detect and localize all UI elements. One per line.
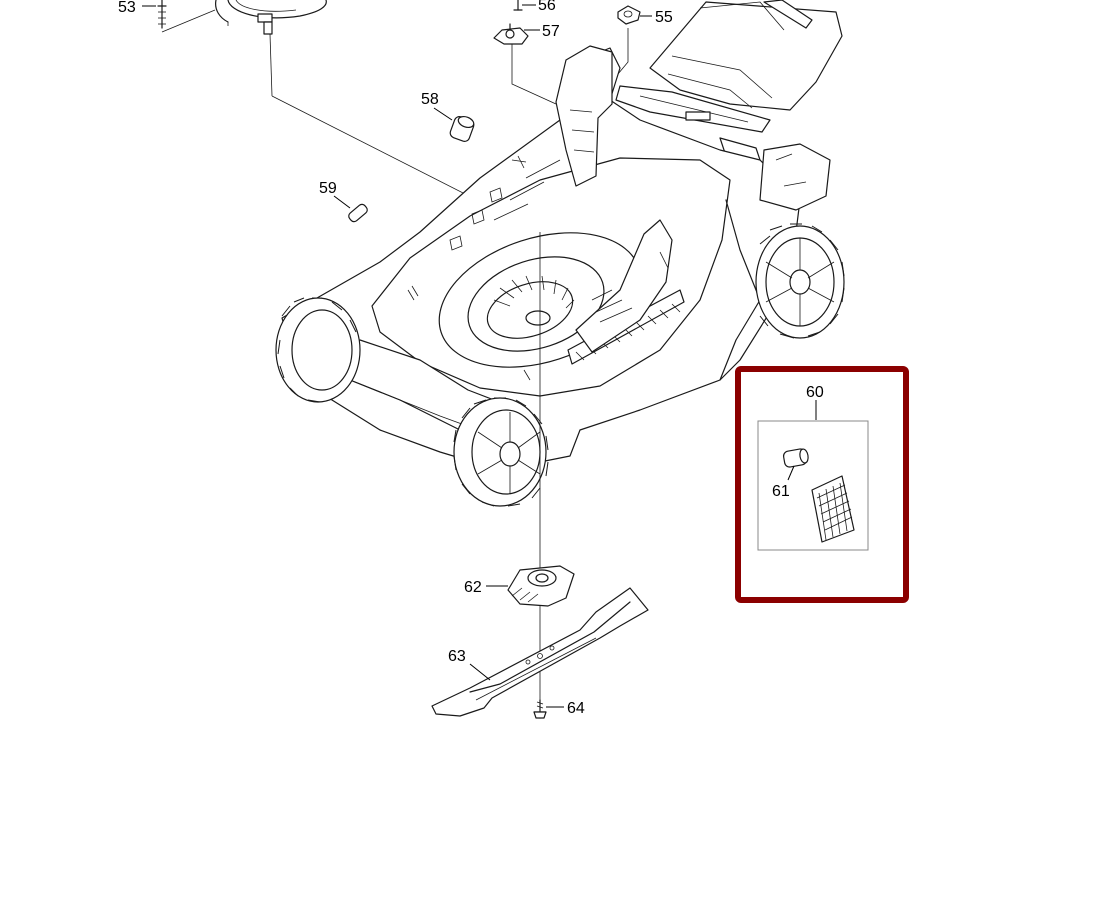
mower-deck bbox=[281, 45, 831, 471]
part-57-bracket[interactable] bbox=[493, 23, 529, 45]
kit-filter-element[interactable] bbox=[811, 475, 855, 543]
label-59: 59 bbox=[319, 180, 337, 197]
leader-58 bbox=[433, 107, 453, 121]
label-53: 53 bbox=[118, 0, 136, 16]
part-53-screw[interactable] bbox=[157, 0, 167, 29]
label-56: 56 bbox=[538, 0, 556, 14]
front-wheel bbox=[453, 397, 549, 507]
part-61-plug[interactable] bbox=[782, 448, 809, 468]
part-56-pin[interactable] bbox=[513, 0, 523, 11]
label-58: 58 bbox=[421, 91, 439, 108]
leader-57-down bbox=[511, 44, 557, 105]
top-ring-part bbox=[215, 0, 327, 35]
leader-59 bbox=[333, 195, 351, 209]
part-59-pin[interactable] bbox=[347, 203, 369, 224]
label-64: 64 bbox=[567, 700, 585, 717]
part-63-blade[interactable] bbox=[431, 587, 649, 717]
part-62-blade-adapter[interactable] bbox=[507, 565, 575, 607]
leader-63 bbox=[469, 663, 491, 681]
kit-inner-box bbox=[757, 420, 869, 551]
label-63: 63 bbox=[448, 648, 466, 665]
axis-line-1 bbox=[269, 33, 273, 97]
leader-55-down bbox=[617, 28, 629, 75]
label-57: 57 bbox=[542, 23, 560, 40]
leader-61 bbox=[787, 465, 795, 481]
label-60: 60 bbox=[806, 384, 824, 401]
part-64-bolt[interactable] bbox=[533, 699, 547, 719]
label-61: 61 bbox=[772, 483, 790, 500]
rear-left-wheel bbox=[275, 297, 361, 403]
part-55-nut[interactable] bbox=[617, 5, 641, 25]
highlight-frame bbox=[735, 366, 909, 603]
label-55: 55 bbox=[655, 9, 673, 26]
part-58-bushing[interactable] bbox=[449, 115, 475, 143]
rear-right-wheel bbox=[755, 223, 845, 339]
label-62: 62 bbox=[464, 579, 482, 596]
leader-53-to-ring bbox=[161, 9, 216, 33]
